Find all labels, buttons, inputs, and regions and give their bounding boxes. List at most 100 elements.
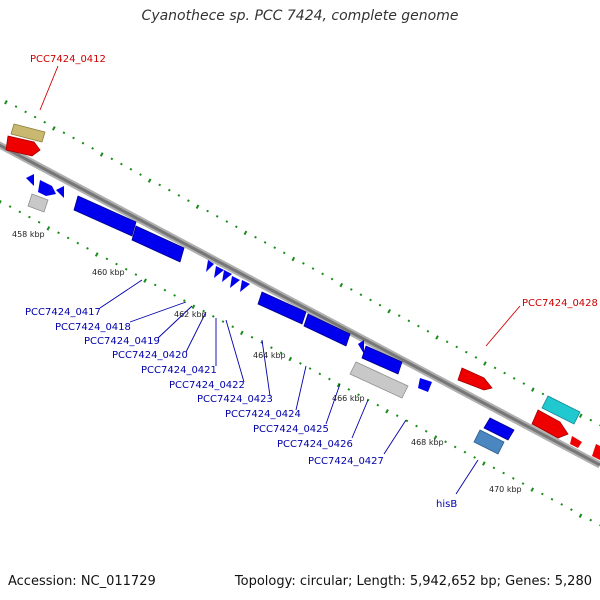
tick-mark	[385, 409, 389, 414]
gene-blue	[240, 280, 250, 292]
gene-red	[570, 436, 582, 448]
tick-mark	[493, 366, 497, 370]
gene-blue	[483, 417, 515, 441]
tick-mark	[417, 324, 420, 328]
tick-mark	[86, 246, 89, 250]
tick-mark	[464, 350, 468, 354]
tick-mark	[560, 503, 564, 506]
tick-mark	[173, 294, 176, 297]
tick-mark	[512, 377, 516, 380]
tick-mark	[397, 314, 401, 318]
tick-mark	[311, 267, 315, 270]
tick-mark	[424, 429, 428, 433]
forward-strand-genes	[5, 123, 600, 460]
tick-mark	[37, 220, 41, 224]
tick-mark	[211, 315, 215, 318]
gene-label: PCC7424_0418	[55, 322, 131, 333]
tick-mark	[94, 252, 99, 257]
tick-mark	[263, 241, 267, 244]
ruler-label: 470 kbp	[489, 485, 522, 494]
tick-mark	[483, 361, 487, 366]
gene-label: PCC7424_0424	[225, 409, 301, 420]
tick-mark	[231, 325, 235, 329]
tick-mark	[225, 220, 229, 223]
tick-mark	[105, 257, 109, 261]
tick-mark	[445, 340, 449, 344]
tick-mark	[511, 476, 515, 480]
tick-mark	[81, 141, 85, 145]
tick-mark	[234, 225, 238, 229]
tick-mark	[0, 200, 2, 205]
tick-mark	[426, 329, 430, 333]
tick-mark	[330, 277, 334, 281]
ruler-label: 466 kbp	[332, 394, 365, 403]
tick-mark	[339, 282, 344, 288]
tick-mark	[531, 387, 535, 392]
tick-mark	[318, 372, 322, 376]
tick-mark	[415, 424, 418, 428]
gene-blue	[214, 266, 224, 278]
tick-mark	[167, 188, 171, 192]
tick-mark	[240, 330, 244, 336]
tick-mark	[376, 403, 380, 407]
tick-mark	[308, 367, 312, 370]
tick-mark	[158, 183, 162, 187]
gene-red	[5, 135, 41, 157]
tick-mark	[387, 309, 391, 314]
tick-mark	[589, 518, 593, 522]
tick-mark	[291, 256, 296, 262]
tick-mark	[202, 309, 205, 313]
tick-mark	[110, 157, 114, 161]
tick-mark	[28, 215, 31, 219]
tick-mark	[4, 99, 8, 105]
gene-blue	[38, 180, 56, 196]
gene-red	[531, 409, 569, 439]
tick-mark	[474, 356, 478, 359]
tick-mark	[14, 105, 18, 108]
ruler-label: 464 kbp	[253, 351, 286, 360]
tick-mark	[18, 210, 22, 214]
tick-mark	[540, 492, 544, 496]
tick-mark	[120, 162, 123, 166]
tick-mark	[66, 236, 70, 240]
tick-mark	[463, 450, 467, 454]
accession-text: Accession: NC_011729	[8, 574, 156, 589]
tick-mark	[57, 231, 60, 235]
tick-mark	[541, 392, 545, 396]
tick-mark	[473, 456, 476, 459]
tick-mark	[215, 215, 219, 218]
tick-mark	[134, 273, 138, 276]
tick-mark	[62, 131, 66, 135]
gene-blue	[222, 270, 232, 282]
tick-mark	[589, 418, 593, 422]
gene-blue	[230, 276, 240, 288]
tick-mark	[24, 110, 27, 114]
tick-mark	[279, 351, 283, 355]
tick-mark	[347, 388, 351, 391]
tick-mark	[530, 487, 535, 492]
tick-mark	[302, 261, 305, 265]
gene-blue	[131, 225, 185, 263]
tick-mark	[328, 377, 331, 381]
tick-mark	[129, 167, 133, 171]
ruler-label: 468 kbp	[411, 438, 444, 447]
tick-mark	[43, 120, 47, 124]
tick-mark	[299, 362, 302, 365]
gene-label: PCC7424_0425	[253, 424, 329, 435]
gene-label: PCC7424_0420	[112, 350, 188, 361]
tick-mark	[8, 205, 12, 208]
tick-mark	[195, 204, 200, 209]
ruler-label: 460 kbp	[92, 268, 125, 277]
gene-blue	[206, 260, 214, 272]
tick-mark	[395, 414, 399, 418]
tick-mark	[407, 319, 411, 323]
ruler-label: 462 kbp	[174, 310, 207, 319]
tick-mark	[254, 235, 257, 239]
tick-mark	[147, 178, 152, 183]
tick-mark	[433, 435, 438, 440]
tick-mark	[153, 283, 157, 287]
gene-label: PCC7424_0417	[25, 307, 101, 318]
tick-mark	[502, 471, 505, 475]
outer-tick-track	[4, 99, 600, 427]
